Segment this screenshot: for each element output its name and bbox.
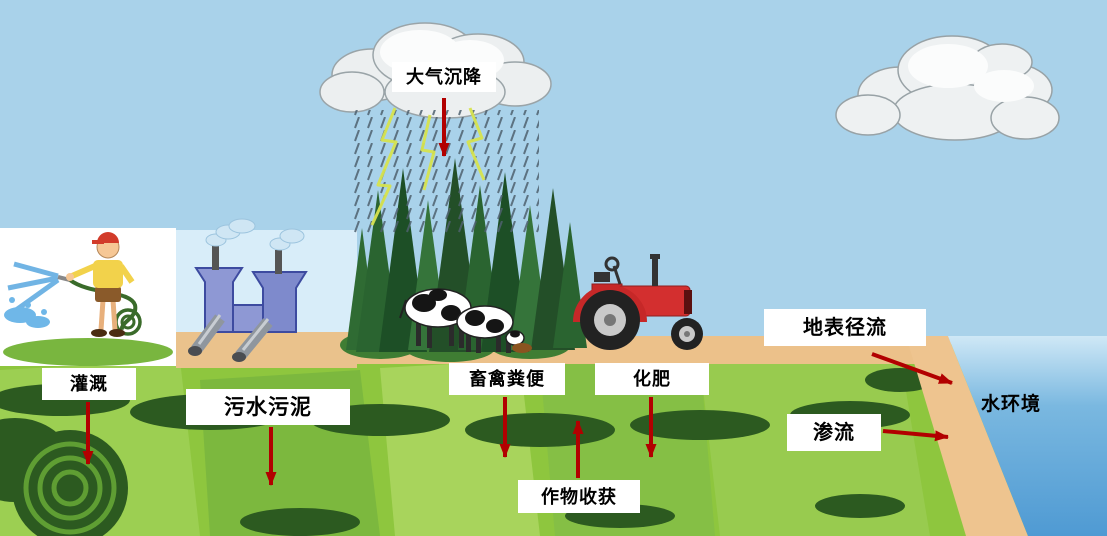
tractor-illustration <box>573 254 703 350</box>
label-sewage-sludge: 污水污泥 <box>186 389 350 425</box>
label-irrigation: 灌溉 <box>42 368 136 400</box>
label-seepage: 渗流 <box>787 414 881 451</box>
discharge-pipes <box>188 314 273 362</box>
beach-sand <box>906 336 1028 536</box>
cow <box>456 305 525 353</box>
label-surface-runoff: 地表径流 <box>764 309 926 346</box>
tree-top-swirl <box>12 430 128 536</box>
chimney <box>212 246 219 270</box>
label-crop-harvest: 作物收获 <box>518 480 640 513</box>
label-water-environment: 水环境 <box>980 393 1041 415</box>
grazing-cows <box>399 288 532 353</box>
manure-pile <box>512 343 532 353</box>
label-atmospheric-deposition: 大气沉降 <box>392 62 496 92</box>
garden-hose <box>68 278 138 331</box>
label-fertilizer: 化肥 <box>595 363 709 395</box>
factory-illustration <box>176 218 357 368</box>
lightning-bolts <box>370 107 486 226</box>
arrow-surface-runoff <box>871 352 953 385</box>
water-spray <box>7 261 60 313</box>
farmer-watering-illustration <box>0 228 176 366</box>
arrow-seepage <box>882 429 949 442</box>
water-body <box>948 336 1107 536</box>
chimney <box>275 250 282 274</box>
label-livestock-manure: 畜禽粪便 <box>449 363 565 395</box>
cumulus-cloud <box>835 35 1060 141</box>
